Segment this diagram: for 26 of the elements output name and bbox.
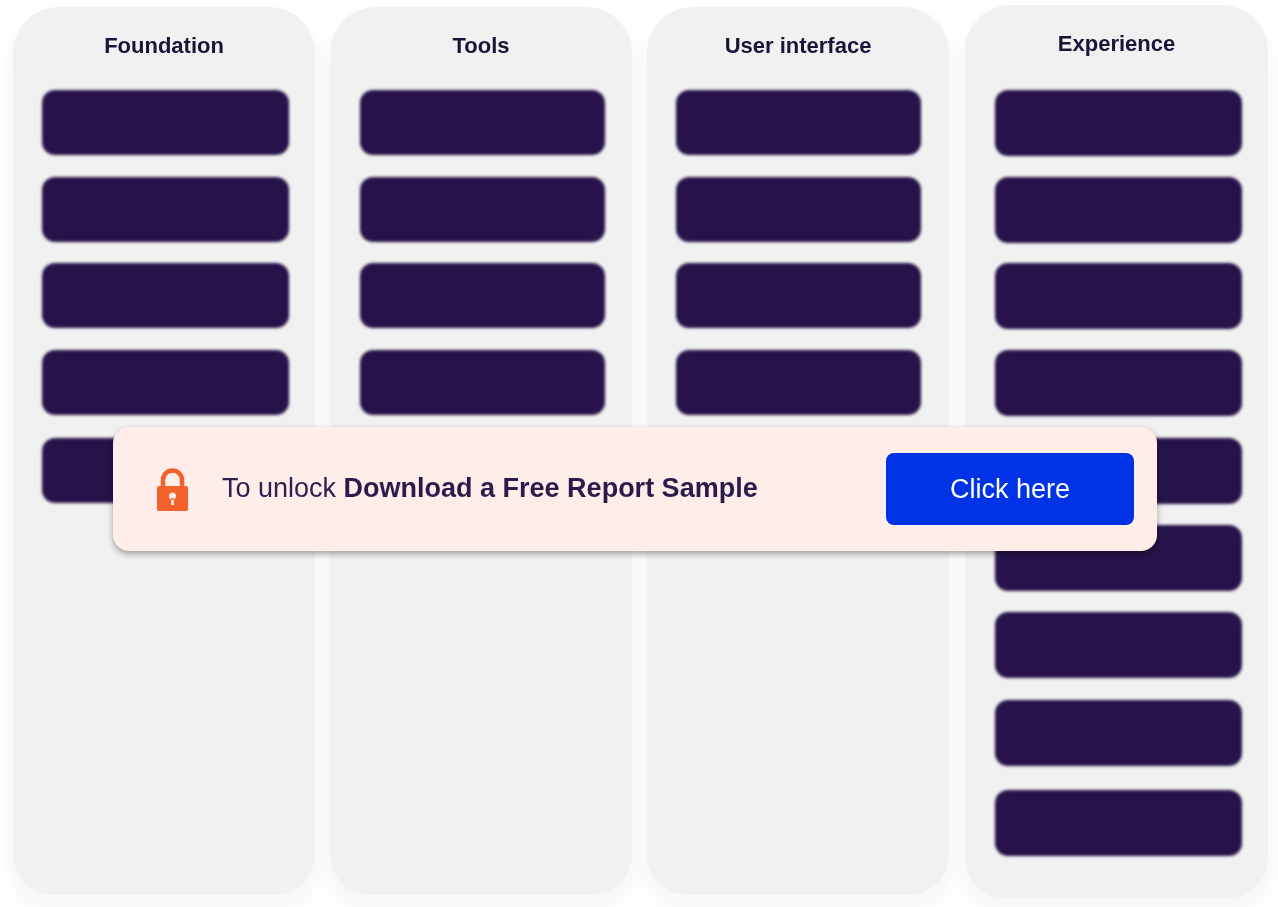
blurred-tile [995, 700, 1242, 766]
blurred-tile [676, 263, 921, 328]
column-title: Foundation [104, 32, 224, 60]
blurred-tile [995, 90, 1242, 156]
blurred-tile [995, 177, 1242, 243]
column-title: Experience [1057, 30, 1176, 58]
blurred-tile [360, 177, 605, 242]
blurred-tile [360, 90, 605, 155]
blurred-tile [42, 263, 289, 328]
blurred-tile [995, 790, 1242, 856]
blurred-tile [676, 177, 921, 242]
blurred-tile [42, 350, 289, 415]
column-title: Tools [452, 32, 510, 60]
cta-button: Click here [886, 453, 1134, 525]
blurred-tile [360, 263, 605, 328]
blurred-tile [360, 350, 605, 415]
unlock-dialog [113, 427, 1157, 551]
blurred-tile [676, 350, 921, 415]
column-title: User interface [724, 32, 872, 60]
blurred-tile [42, 90, 289, 155]
blurred-tile [676, 90, 921, 155]
blurred-tile [42, 177, 289, 242]
unlock-message: To unlock Download a Free Report Sample [222, 472, 758, 504]
blurred-tile [995, 350, 1242, 416]
blurred-tile [995, 263, 1242, 329]
blurred-tile [995, 612, 1242, 678]
